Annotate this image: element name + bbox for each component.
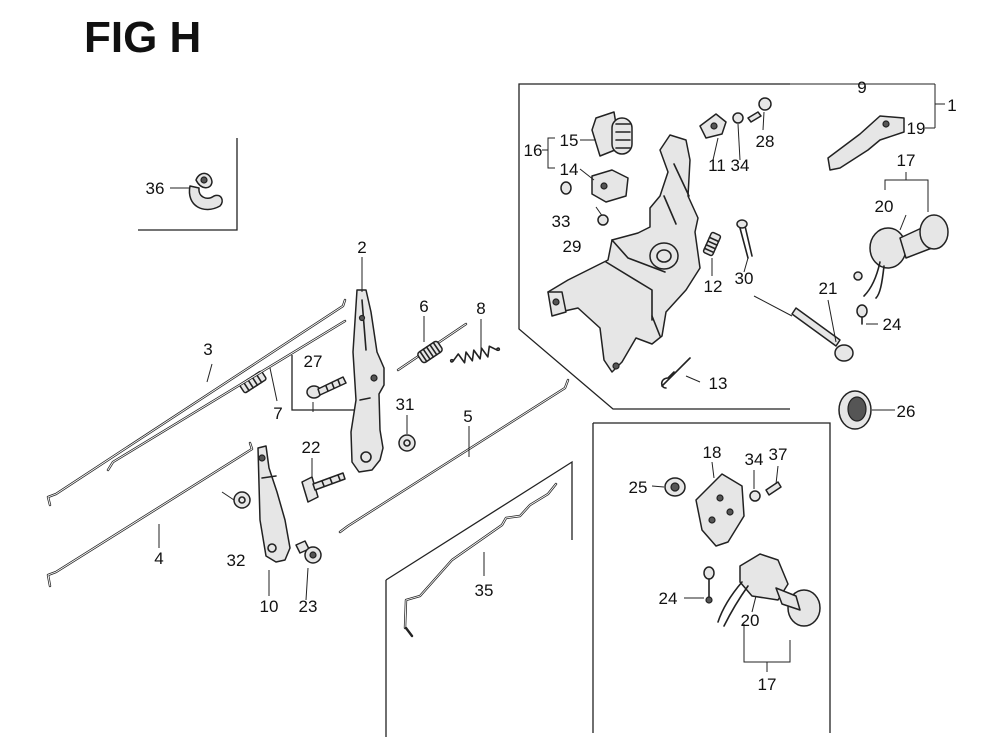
bolt-23 xyxy=(295,540,322,564)
switch-20-bottom xyxy=(717,553,821,627)
bolt-22 xyxy=(301,472,346,503)
label-1: 1 xyxy=(947,96,956,115)
label-17-top: 17 xyxy=(897,151,916,170)
label-34-top: 34 xyxy=(731,156,750,175)
inset-frame-27 xyxy=(291,355,355,411)
washer-32 xyxy=(233,491,251,509)
label-4: 4 xyxy=(154,549,163,568)
control-base-frame xyxy=(518,83,790,410)
label-13: 13 xyxy=(709,374,728,393)
screw-24-bottom xyxy=(703,566,715,604)
spring-6 xyxy=(396,322,468,372)
label-22: 22 xyxy=(302,438,321,457)
label-16: 16 xyxy=(524,141,543,160)
label-5: 5 xyxy=(463,407,472,426)
labels: 9 1 19 17 20 24 21 26 16 15 14 33 29 11 … xyxy=(146,78,957,694)
governor-rod-3 xyxy=(46,298,347,507)
screw-33 xyxy=(560,181,572,195)
label-24-bottom: 24 xyxy=(659,589,678,608)
label-28: 28 xyxy=(756,132,775,151)
label-3: 3 xyxy=(203,340,212,359)
figure-title: FIG H xyxy=(84,13,201,62)
label-32: 32 xyxy=(227,551,246,570)
label-19: 19 xyxy=(907,119,926,138)
screw-24-top xyxy=(856,304,868,325)
washer-31 xyxy=(398,434,416,452)
label-33: 33 xyxy=(552,212,571,231)
label-24-top: 24 xyxy=(883,315,902,334)
label-17-bottom: 17 xyxy=(758,675,777,694)
label-15: 15 xyxy=(560,131,579,150)
label-23: 23 xyxy=(299,597,318,616)
label-37: 37 xyxy=(769,445,788,464)
grommet-26 xyxy=(838,390,872,430)
spring-12 xyxy=(702,231,722,257)
label-35: 35 xyxy=(475,581,494,600)
label-26: 26 xyxy=(897,402,916,421)
label-20-bottom: 20 xyxy=(741,611,760,630)
choke-rod-4 xyxy=(46,441,254,588)
label-21: 21 xyxy=(819,279,838,298)
label-31: 31 xyxy=(396,395,415,414)
leader-lines xyxy=(158,111,929,672)
label-14: 14 xyxy=(560,160,579,179)
bracket-9-1 xyxy=(790,83,945,129)
switch-15 xyxy=(591,111,633,157)
label-2: 2 xyxy=(357,238,366,257)
label-36: 36 xyxy=(146,179,165,198)
plate-18 xyxy=(695,473,745,547)
bracket-11 xyxy=(699,113,727,139)
switch-assembly-frame xyxy=(592,422,831,733)
label-10: 10 xyxy=(260,597,279,616)
control-base-9 xyxy=(547,134,701,373)
label-20-top: 20 xyxy=(875,197,894,216)
washer-34-bottom xyxy=(749,490,761,502)
screw-37 xyxy=(765,481,782,496)
switch-20-top xyxy=(853,214,949,299)
wire-35 xyxy=(403,482,558,638)
label-7: 7 xyxy=(273,404,282,423)
inset-frame-36 xyxy=(138,138,238,231)
throttle-rod-5 xyxy=(338,378,570,534)
label-27: 27 xyxy=(304,352,323,371)
spring-8 xyxy=(449,345,501,364)
governor-arm-2 xyxy=(350,289,385,473)
label-12: 12 xyxy=(704,277,723,296)
label-8: 8 xyxy=(476,299,485,318)
label-6: 6 xyxy=(419,297,428,316)
label-29: 29 xyxy=(563,237,582,256)
label-30: 30 xyxy=(735,269,754,288)
label-11: 11 xyxy=(708,156,726,175)
wire-35-frame xyxy=(385,460,573,737)
bolt-27 xyxy=(306,376,347,399)
bolt-28 xyxy=(747,97,772,123)
choke-lever-10 xyxy=(257,445,291,563)
switch-14 xyxy=(591,169,629,203)
bracket-19 xyxy=(827,115,905,171)
screw-29 xyxy=(595,206,609,226)
governor-rod-7 xyxy=(106,319,347,472)
label-25: 25 xyxy=(629,478,648,497)
nut-25 xyxy=(664,477,686,497)
bolt-21 xyxy=(753,295,854,362)
clip-36 xyxy=(170,172,223,211)
label-34-bottom: 34 xyxy=(745,450,764,469)
label-18: 18 xyxy=(703,443,722,462)
label-9: 9 xyxy=(857,78,866,97)
washer-34-top xyxy=(732,112,744,124)
pin-13 xyxy=(660,357,691,389)
bolt-30 xyxy=(736,219,753,259)
